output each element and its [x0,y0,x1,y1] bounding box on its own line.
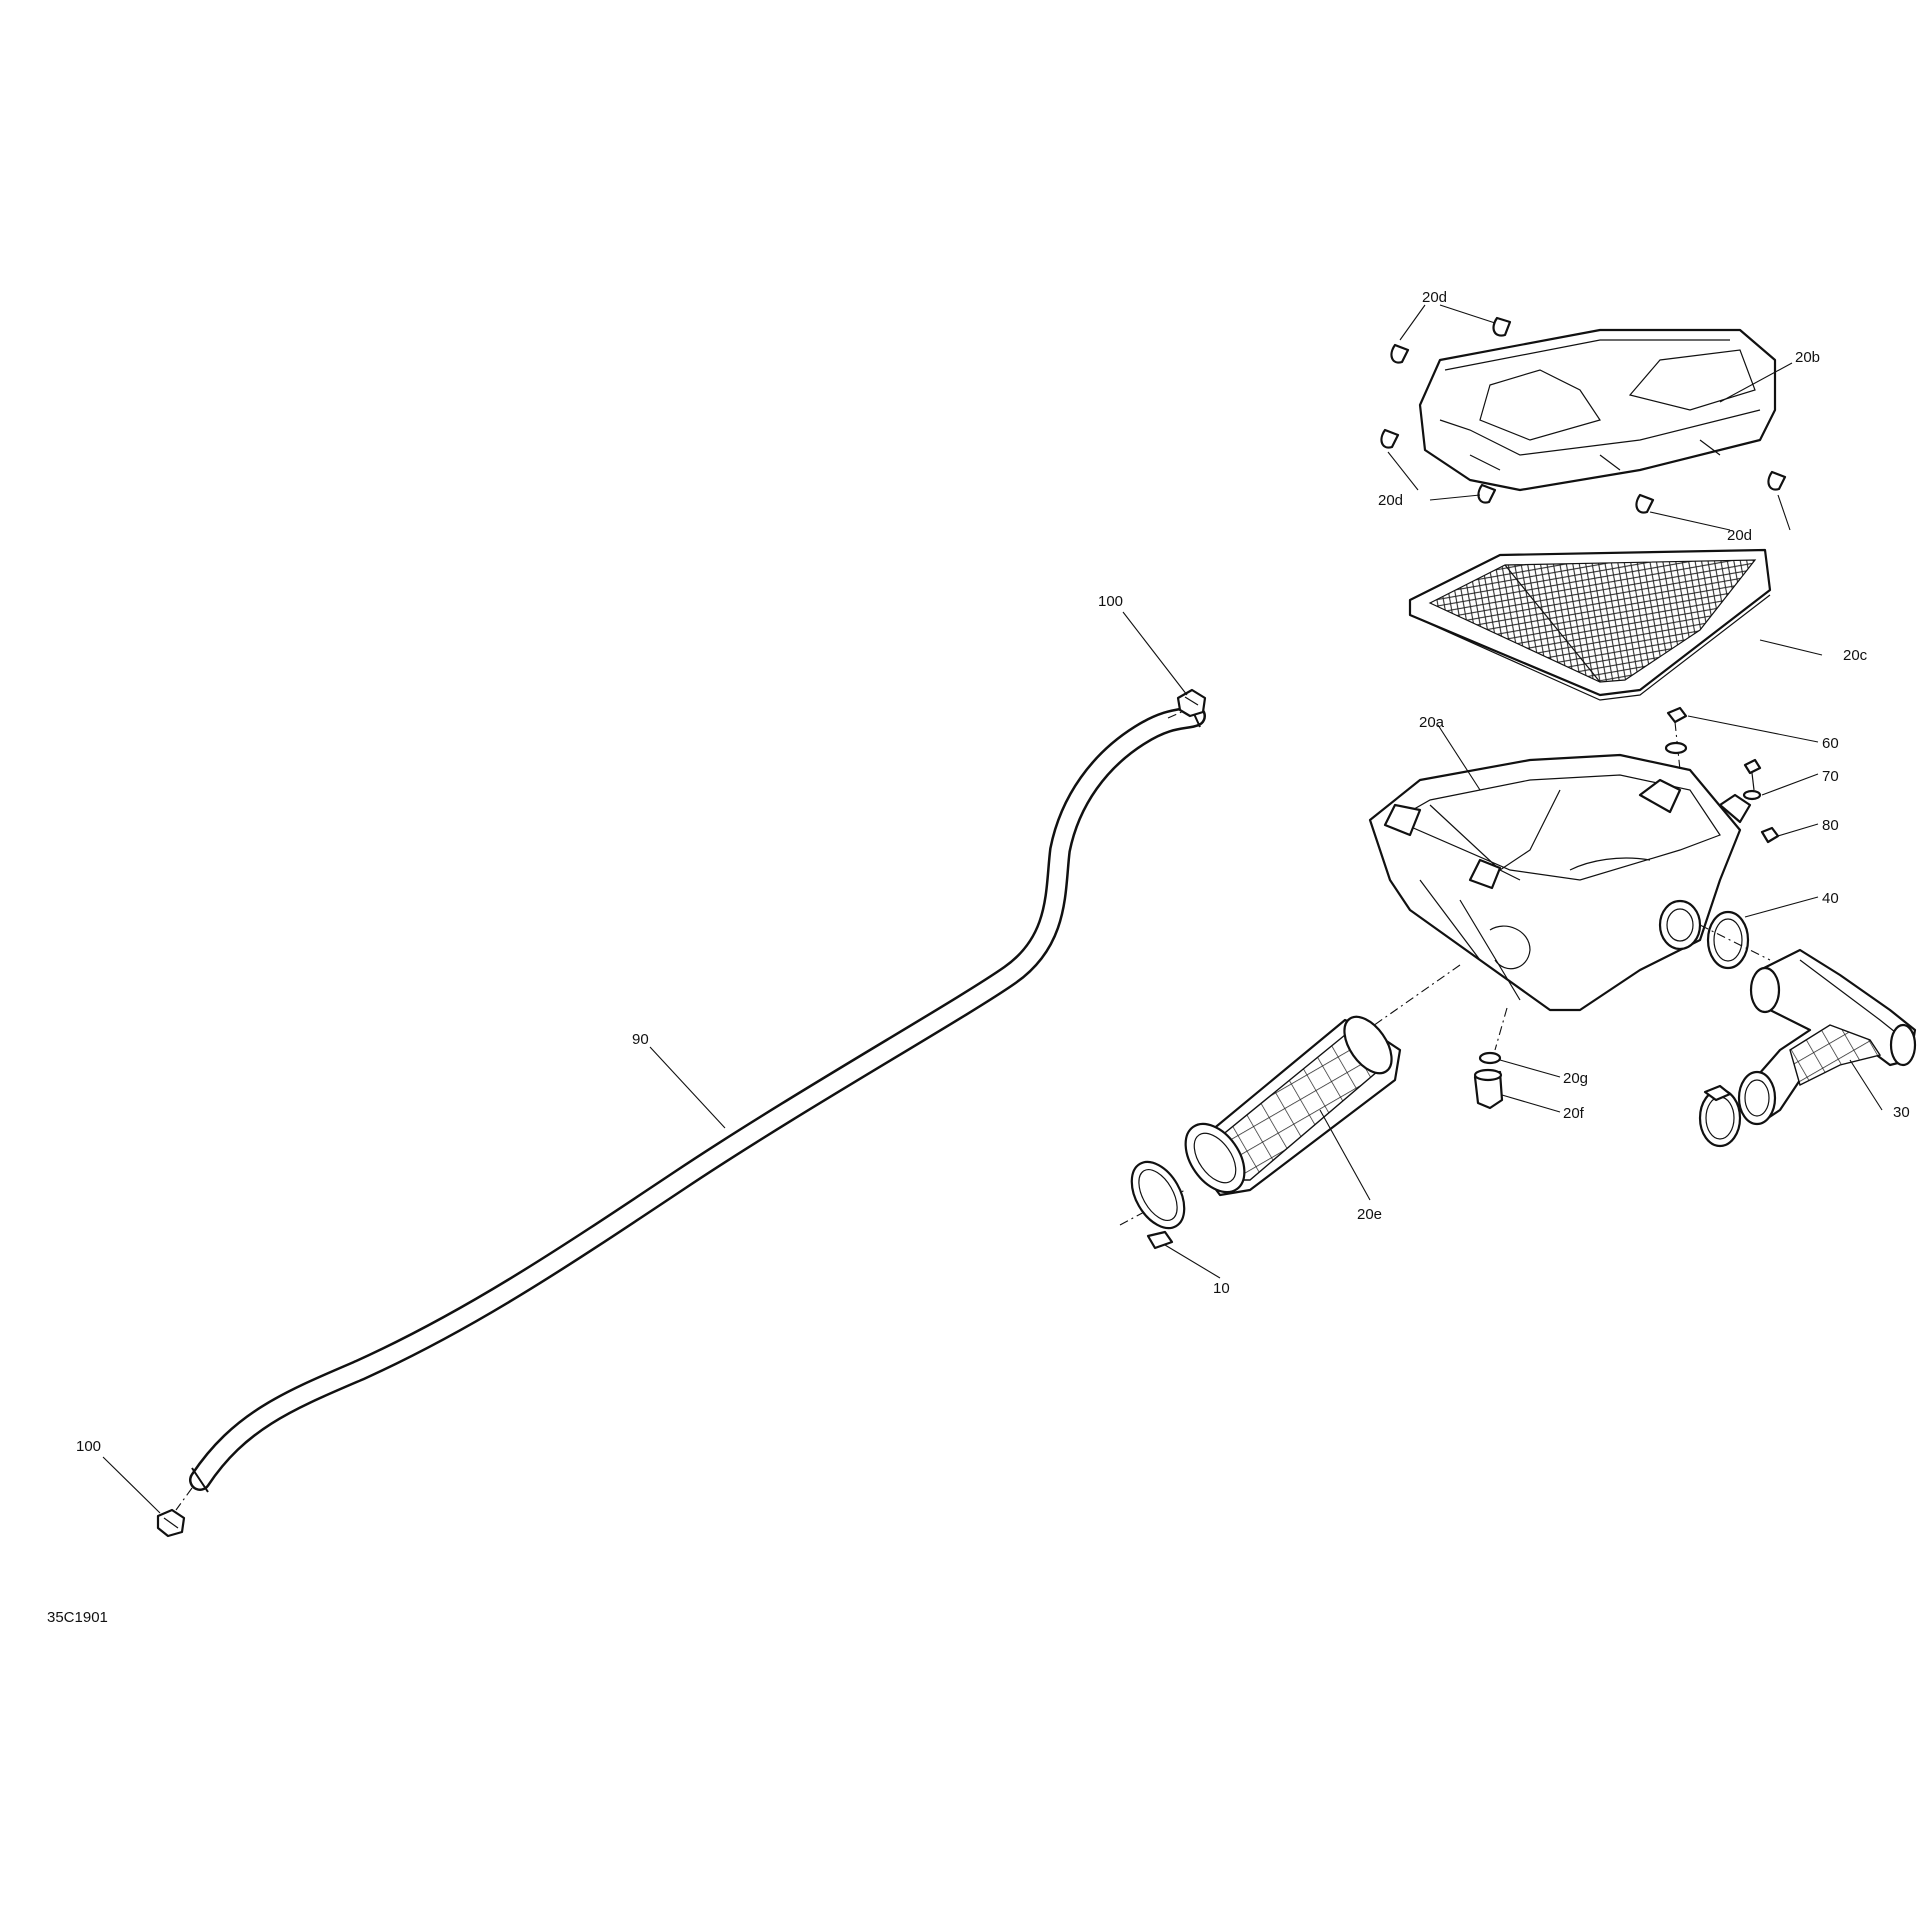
callout-10: 10 [1213,1280,1230,1297]
drain-valve-20f [1473,1068,1504,1110]
airbox-cover-20b [1418,328,1777,492]
callout-labels: 20d 20b 20d 20d 20c 20a 60 70 80 40 20g … [47,289,1910,1626]
intake-elbow-30 [1699,924,1917,1126]
callout-20f: 20f [1563,1105,1585,1122]
callout-100-top: 100 [1098,593,1123,610]
clamp-40 [1706,910,1750,970]
callout-20d-right: 20d [1727,527,1752,544]
callout-20a: 20a [1419,714,1445,731]
intake-duct-20e [1184,964,1461,1197]
clamp-10 [1119,1160,1186,1250]
figure-code: 35C1901 [47,1609,108,1626]
callout-90: 90 [632,1031,649,1048]
callout-20e: 20e [1357,1206,1382,1223]
callout-20c: 20c [1843,647,1868,664]
hose-clamp-100-top [1167,688,1207,719]
callout-20g: 20g [1563,1070,1588,1087]
callout-20d-left: 20d [1378,492,1403,509]
callout-80: 80 [1822,817,1839,834]
callout-20b: 20b [1795,349,1820,366]
screw-60 [1666,706,1762,791]
callout-30: 30 [1893,1104,1910,1121]
callout-20d-top: 20d [1422,289,1447,306]
clamp-30-small [1698,1084,1742,1148]
airbox-base-20a [1368,753,1752,1012]
callout-100-bottom: 100 [76,1438,101,1455]
nut-80 [1760,826,1780,844]
hose-clamp-100-bottom [156,1487,193,1538]
leader-lines [102,304,1883,1514]
callout-40: 40 [1822,890,1839,907]
air-filter-20c [1408,548,1772,701]
spring-clip-20d [1380,316,1787,514]
washer-70 [1664,741,1762,801]
callout-60: 60 [1822,735,1839,752]
drain-clip-20g [1478,1007,1508,1065]
drain-hose-90 [189,704,1206,1493]
callout-70: 70 [1822,768,1839,785]
